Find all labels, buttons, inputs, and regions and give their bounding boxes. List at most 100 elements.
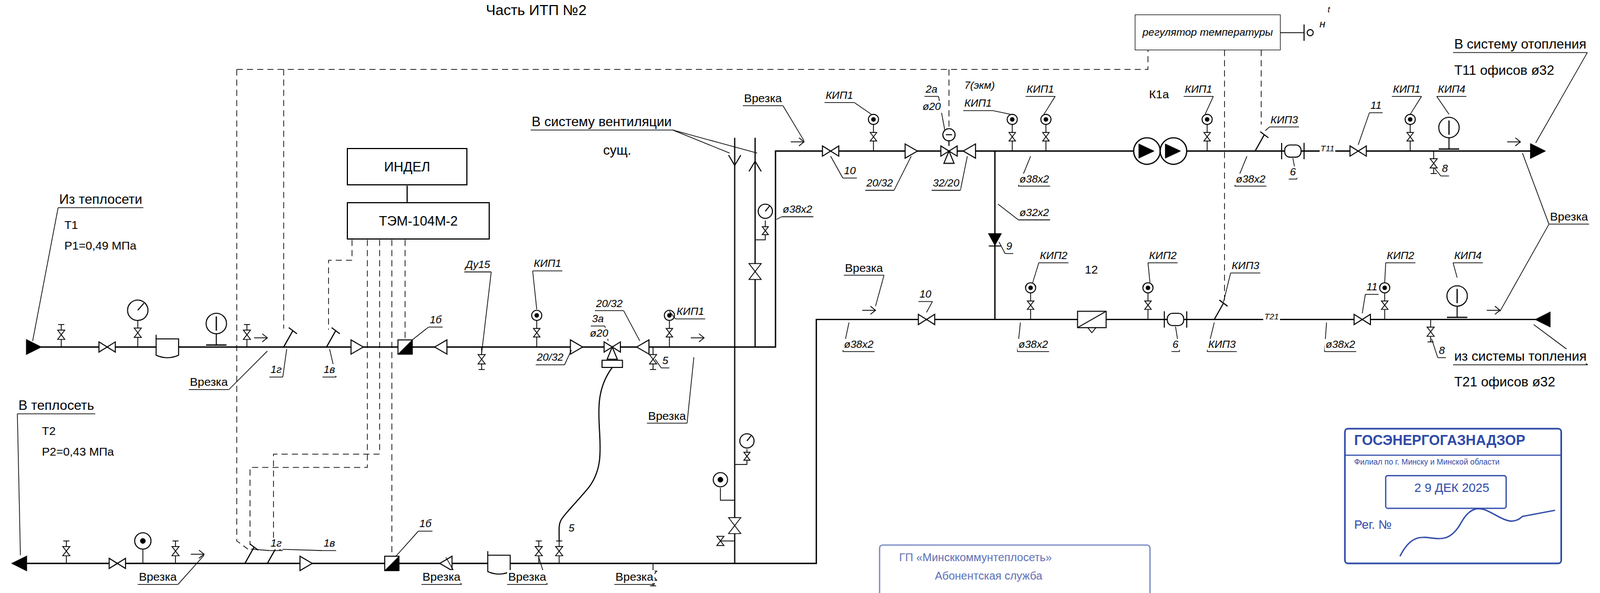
drain-cap [1430,173,1437,174]
leader-line [1358,112,1370,146]
callout-label: КИП1 [532,258,563,270]
leader-shelf [1005,252,1014,254]
callout-label: 6 [1171,338,1181,351]
gauge-needle [137,303,145,311]
pump-impeller [1138,144,1154,159]
thermometer-stem [215,333,217,346]
leader-shelf [661,367,670,369]
pipe-label: Т11 офисов ø32 [1453,63,1556,78]
shutoff-valve [1204,132,1211,141]
box-text: ИНДЕЛ [384,159,431,175]
callout-label: 20/32 [594,298,624,310]
pump-body [1159,137,1187,165]
callout-label: КИП1 [1183,83,1214,96]
signature [1400,508,1556,557]
reducer [636,340,649,355]
note-label: Т2 [40,424,57,438]
actuator-stem [948,140,950,146]
thermometer [713,472,728,487]
leader-line [1436,96,1450,115]
callout-label: КИП2 [1385,250,1416,262]
leader-line [997,204,1019,221]
callout-label: ø38x2 [1018,173,1051,186]
flexible-coupling [1284,145,1301,158]
signal-line [236,69,248,549]
gauge-dot [1043,117,1048,122]
reducer [570,340,583,355]
leader-shelf [1183,96,1214,97]
leader-line [894,156,912,191]
note-label: Врезка [1549,209,1590,223]
leader-shelf [188,389,229,390]
box-link [406,185,408,202]
leader-shelf [590,325,605,327]
pressure-gauge [739,433,755,449]
gauge-dot [1145,285,1150,290]
gate-valve [1349,145,1367,156]
gauge-dot [717,477,723,483]
leader-shelf [1230,272,1261,274]
tap-in-mark [190,553,205,555]
check-valve-seat [989,245,1002,247]
signal-line [404,240,406,339]
leader-shelf [963,110,993,112]
leader-line [1384,263,1386,284]
leader-shelf [58,207,144,208]
thermometer-scale [215,316,217,332]
pipe-code: Т21 [1263,312,1280,322]
callout-label: ø38x2 [1017,338,1050,351]
tap-in-arrow [1495,306,1501,315]
reducer [963,144,976,159]
callout-label: 7(экм) [963,79,997,92]
stamp-text: Абонентская служба [933,569,1044,582]
stamp-text: ГП «Минсккоммунтеплосеть» [898,551,1053,564]
pipe-label: Из теплосети [58,192,144,207]
callout-label: КИП2 [1148,250,1178,262]
leader-shelf [594,310,624,312]
reducer [351,340,364,355]
drain-cap [556,540,563,542]
leader-line [178,555,205,585]
leader-line [992,110,1011,115]
callout-label: 8 [1440,163,1450,175]
signal-line [1261,50,1262,125]
callout-label: 1г [269,364,283,376]
leader-shelf [428,326,443,328]
tap-in-arrow [870,306,876,315]
thermometer [134,532,151,549]
gauge-stem [142,548,143,564]
leader-line [1205,96,1214,115]
leader-line [1522,153,1549,224]
strainer-drain [1087,327,1097,333]
leader-shelf [931,189,961,191]
callout-label: 20/32 [535,351,565,364]
device-box: ИНДЕЛ [346,147,468,186]
shutoff-valve [1009,132,1016,141]
callout-label: КИП4 [1436,83,1467,96]
mud-trap [156,338,179,358]
leader-shelf [742,105,783,107]
leader-line [532,270,537,310]
leader-line [830,156,843,179]
stamp-text: Рег. № [1353,518,1393,532]
shutoff-valve [535,546,543,557]
sensor-probe [1214,303,1224,320]
tap-in-mark [790,141,805,142]
leader-line [1265,126,1270,131]
drain-pipe [720,540,735,542]
pipe-label: В систему отопления [1453,36,1588,52]
mud-trap-cap [486,551,489,556]
instrument-gauge [1006,114,1017,125]
instrument-gauge [868,114,879,125]
callout-label: 9 [1005,240,1014,253]
shutoff-valve [555,546,563,557]
thermometer-scale [1456,288,1458,304]
note-label: Врезка [646,409,687,423]
leader-shelf [464,271,491,272]
reducer [299,556,313,571]
shutoff-valve [1381,301,1389,310]
leader-line [228,351,268,390]
tap-in-mark [1507,141,1521,142]
leader-line [412,327,429,341]
